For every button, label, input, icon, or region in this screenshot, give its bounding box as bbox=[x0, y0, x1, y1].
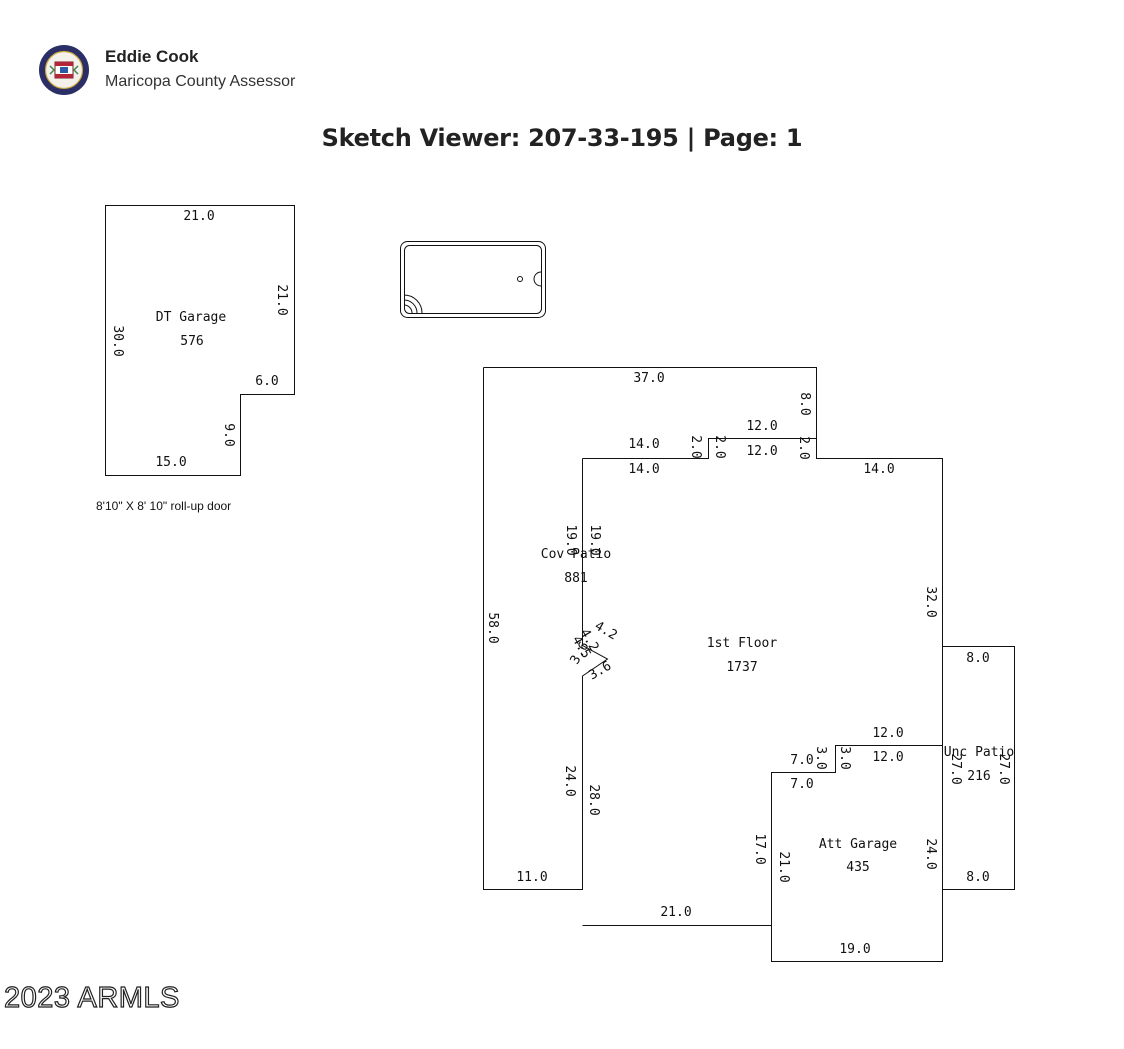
cov-patio-left-dim: 58.0 bbox=[485, 612, 500, 643]
att-garage-left-b-dim: 21.0 bbox=[776, 851, 791, 882]
unc-patio-outline bbox=[942, 646, 1015, 890]
dt-garage-area: 576 bbox=[180, 334, 203, 349]
floor-bottom-dim: 21.0 bbox=[660, 905, 691, 920]
pool-outline bbox=[400, 241, 546, 318]
floor-notch-b-dim: 7.0 bbox=[790, 777, 813, 792]
header-text: Eddie Cook Maricopa County Assessor bbox=[105, 45, 295, 95]
cov-patio-name: Cov Patio bbox=[541, 547, 611, 562]
floor-area: 1737 bbox=[726, 660, 757, 675]
floor-step-b-dim: 2.0 bbox=[712, 435, 727, 458]
floor-right-dim: 32.0 bbox=[923, 586, 938, 617]
floor-name: 1st Floor bbox=[707, 636, 778, 651]
dt-garage-top-dim: 21.0 bbox=[183, 209, 214, 224]
floor-notch-c-dim: 3.0 bbox=[813, 746, 828, 769]
floor-top-a-dim: 14.0 bbox=[628, 437, 659, 452]
cov-patio-left-low-dim: 24.0 bbox=[562, 765, 577, 796]
dt-garage-outline bbox=[105, 205, 295, 476]
floor-top-b-dim: 14.0 bbox=[628, 462, 659, 477]
unc-patio-left-dim: 27.0 bbox=[948, 753, 963, 784]
att-garage-left-a-dim: 17.0 bbox=[752, 833, 767, 864]
floor-mid-a-dim: 12.0 bbox=[746, 419, 777, 434]
unc-patio-right-dim: 27.0 bbox=[996, 753, 1011, 784]
floor-left-low-dim: 28.0 bbox=[586, 784, 601, 815]
floor-notch-d-dim: 3.0 bbox=[837, 746, 852, 769]
armls-watermark: 2023 ARMLS bbox=[3, 981, 180, 1014]
floor-ledge-a-dim: 12.0 bbox=[872, 726, 903, 741]
unc-patio-bottom-dim: 8.0 bbox=[966, 870, 989, 885]
floor-notch-a-dim: 7.0 bbox=[790, 753, 813, 768]
dt-garage-left-dim: 30.0 bbox=[110, 325, 125, 356]
att-garage-bottom-dim: 19.0 bbox=[839, 942, 870, 957]
cov-patio-top-dim: 37.0 bbox=[633, 371, 664, 386]
dt-garage-step-dim: 6.0 bbox=[255, 374, 278, 389]
assessor-org: Maricopa County Assessor bbox=[105, 73, 296, 90]
dt-garage-bottom-dim: 15.0 bbox=[155, 455, 186, 470]
cov-patio-left-inner-dim: 19.0 bbox=[563, 524, 578, 555]
att-garage-area: 435 bbox=[846, 860, 869, 875]
first-floor-outline bbox=[582, 438, 943, 926]
floor-step-a-dim: 2.0 bbox=[688, 435, 703, 458]
floor-diag-c-dim: 3.6 bbox=[586, 659, 614, 684]
floor-ledge-b-dim: 12.0 bbox=[872, 750, 903, 765]
att-garage-name: Att Garage bbox=[819, 837, 897, 852]
cov-patio-bottom-dim: 11.0 bbox=[516, 870, 547, 885]
att-garage-right-dim: 24.0 bbox=[923, 838, 938, 869]
assessor-header: Eddie Cook Maricopa County Assessor bbox=[38, 44, 295, 96]
cov-patio-outline bbox=[483, 367, 817, 890]
dt-garage-right-dim: 21.0 bbox=[274, 284, 289, 315]
floor-left-dim: 19.0 bbox=[587, 524, 602, 555]
page-title: Sketch Viewer: 207-33-195 | Page: 1 bbox=[321, 124, 803, 152]
floor-mid-b-dim: 12.0 bbox=[746, 444, 777, 459]
dt-garage-name: DT Garage bbox=[156, 310, 227, 325]
maricopa-county-seal-icon bbox=[39, 45, 89, 95]
att-garage-outline bbox=[771, 745, 943, 962]
floor-top-right-dim: 14.0 bbox=[863, 462, 894, 477]
unc-patio-area: 216 bbox=[967, 769, 990, 784]
assessor-name: Eddie Cook bbox=[105, 47, 199, 66]
cov-patio-right-dim: 8.0 bbox=[797, 392, 812, 415]
floor-step-c-dim: 2.0 bbox=[796, 436, 811, 459]
unc-patio-name: Unc Patio bbox=[944, 745, 1014, 760]
cov-patio-area: 881 bbox=[564, 571, 587, 586]
roll-up-door-note: 8'10" X 8' 10" roll-up door bbox=[96, 499, 232, 513]
dt-garage-inner-dim: 9.0 bbox=[221, 423, 236, 446]
unc-patio-top-dim: 8.0 bbox=[966, 651, 989, 666]
